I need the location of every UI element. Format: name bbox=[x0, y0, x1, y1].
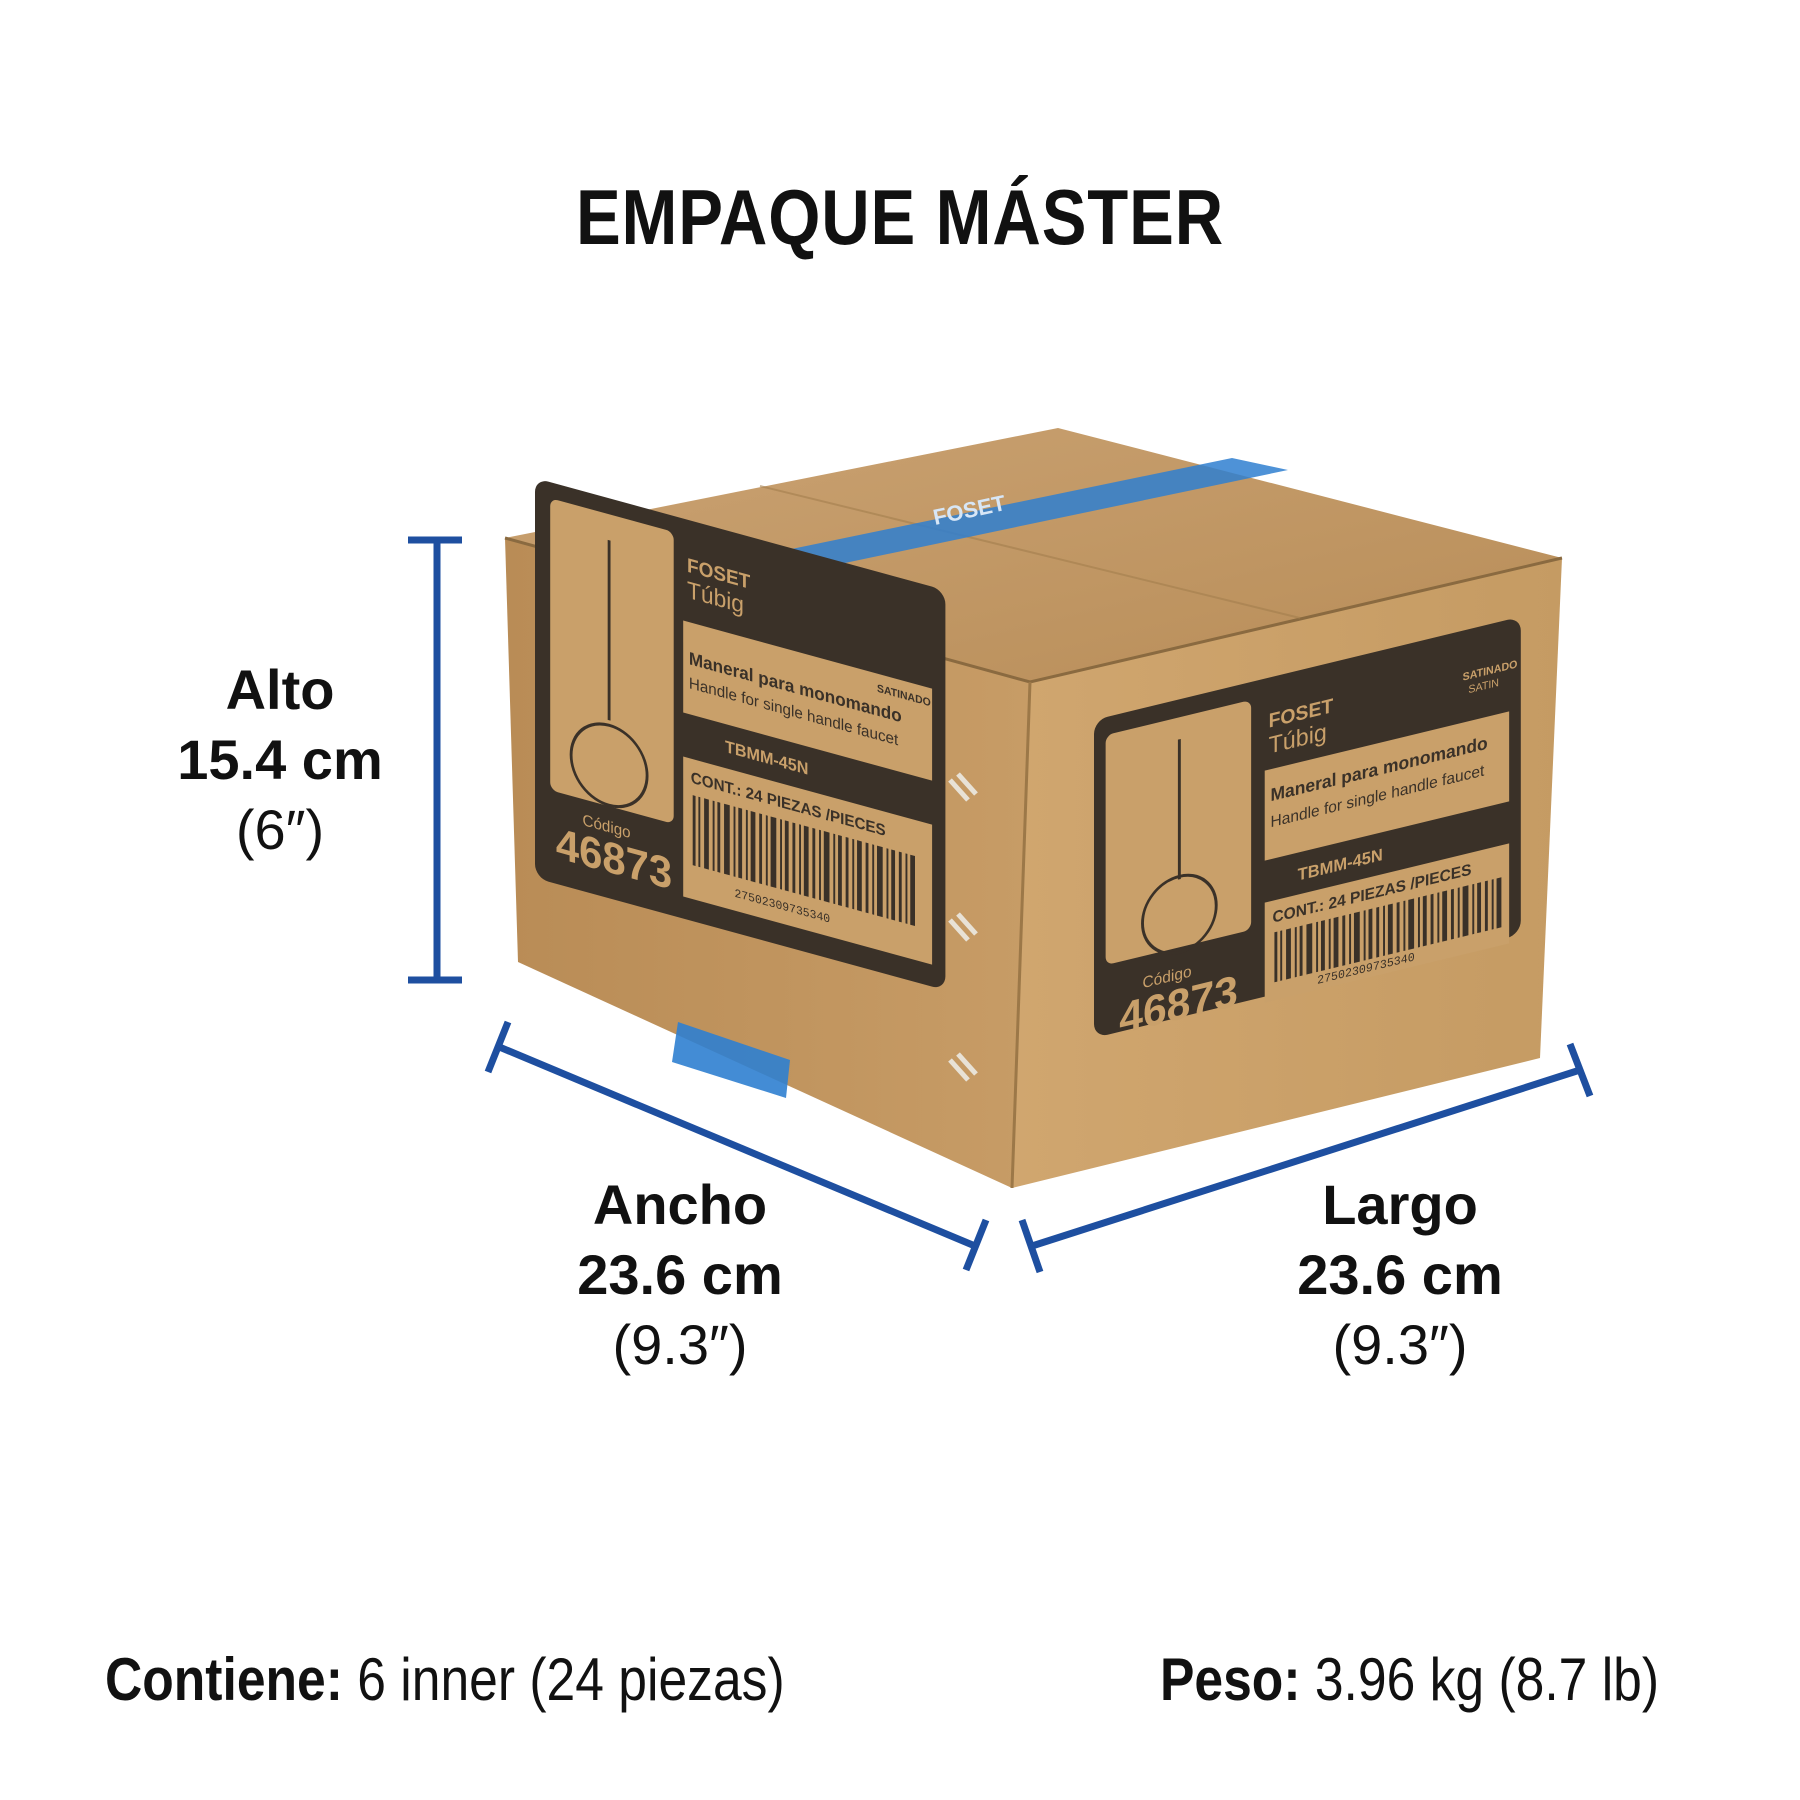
contents-value: 6 inner (24 piezas) bbox=[357, 1646, 785, 1713]
contents-info: Contiene: 6 inner (24 piezas) bbox=[105, 1645, 785, 1714]
length-metric: 23.6 cm bbox=[1297, 1243, 1503, 1306]
box-staples bbox=[948, 772, 978, 1082]
length-imperial: (9.3″) bbox=[1332, 1313, 1468, 1376]
contents-label: Contiene: bbox=[105, 1646, 343, 1713]
width-dimension-line bbox=[484, 1020, 990, 1272]
length-dimension-line bbox=[1018, 1042, 1594, 1274]
height-metric: 15.4 cm bbox=[177, 728, 383, 791]
weight-value: 3.96 kg (8.7 lb) bbox=[1314, 1646, 1660, 1713]
height-label: Alto bbox=[225, 658, 335, 721]
weight-label: Peso: bbox=[1160, 1646, 1301, 1713]
length-label: Largo bbox=[1322, 1173, 1478, 1236]
left-label-panel: FOSET Túbig SATINADO Maneral para monoma… bbox=[535, 481, 946, 988]
width-label: Ancho bbox=[592, 1173, 768, 1236]
length-dimension: Largo 23.6 cm (9.3″) bbox=[1240, 1170, 1560, 1380]
right-label-panel: FOSET Túbig SATINADO SATIN Maneral para … bbox=[1094, 619, 1521, 1044]
left-barcode bbox=[692, 795, 916, 926]
width-imperial: (9.3″) bbox=[612, 1313, 748, 1376]
height-dimension-line bbox=[408, 536, 462, 984]
width-dimension: Ancho 23.6 cm (9.3″) bbox=[520, 1170, 840, 1380]
right-barcode bbox=[1274, 877, 1502, 983]
page-title: EMPAQUE MÁSTER bbox=[575, 173, 1225, 261]
height-imperial: (6″) bbox=[235, 798, 325, 861]
height-dimension: Alto 15.4 cm (6″) bbox=[150, 655, 410, 865]
weight-info: Peso: 3.96 kg (8.7 lb) bbox=[1160, 1645, 1659, 1714]
width-metric: 23.6 cm bbox=[577, 1243, 783, 1306]
